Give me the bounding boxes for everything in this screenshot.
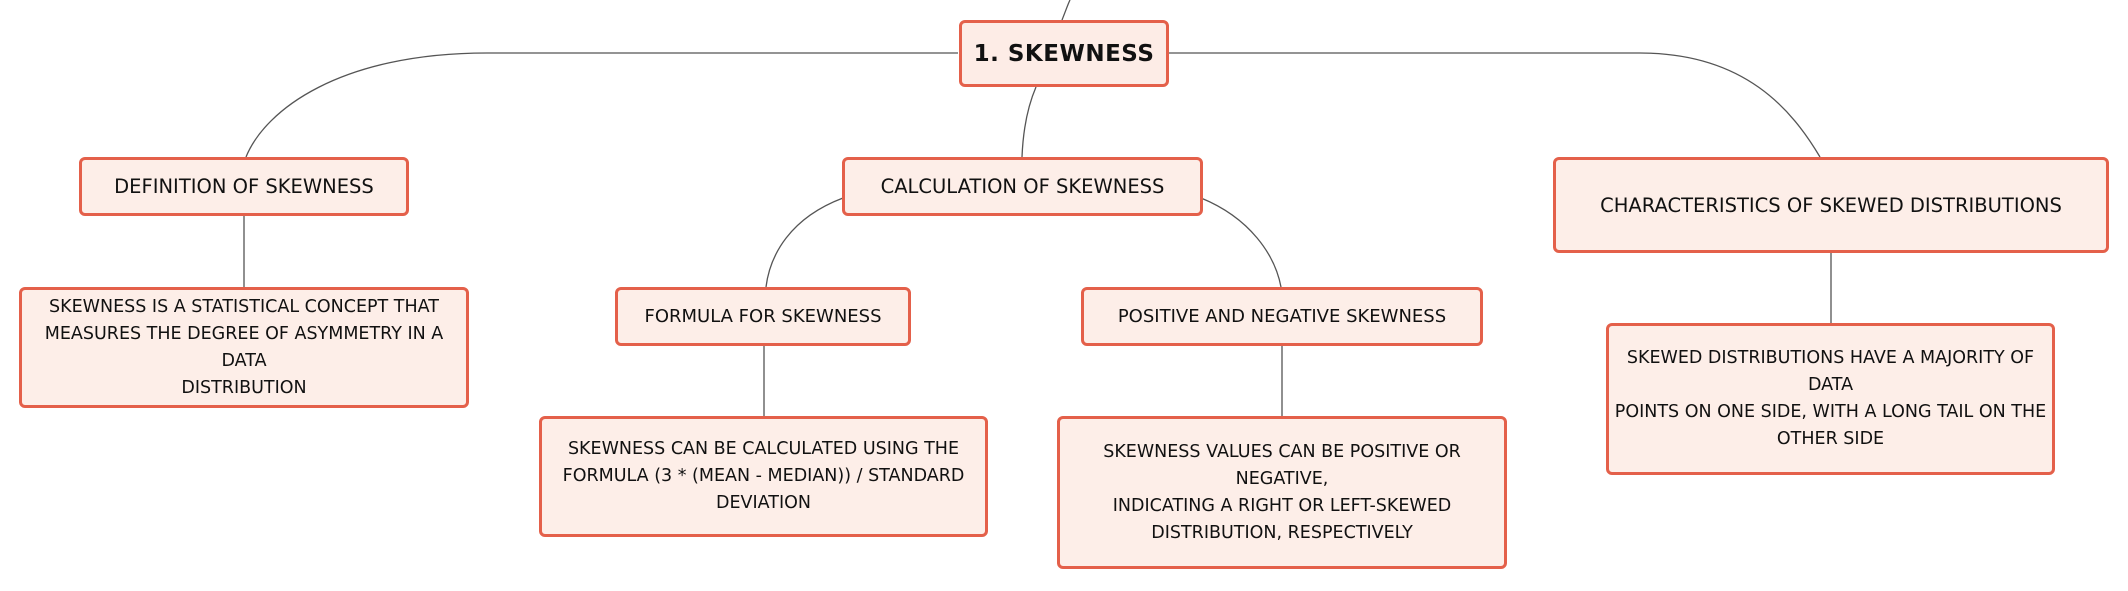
formula-node-label: FORMULA FOR SKEWNESS — [644, 306, 882, 327]
positive-negative-node[interactable]: POSITIVE AND NEGATIVE SKEWNESS — [1081, 287, 1483, 346]
connector-root-to-calculation — [1021, 86, 1037, 158]
definition-detail-text: SKEWNESS IS A STATISTICAL CONCEPT THAT M… — [44, 296, 444, 398]
connector-root-to-characteristics — [1169, 52, 1821, 158]
positive-negative-detail-text: SKEWNESS VALUES CAN BE POSITIVE OR NEGAT… — [1103, 441, 1461, 543]
connector-calculation-to-positive-negative — [1200, 197, 1282, 288]
characteristics-detail-text: SKEWED DISTRIBUTIONS HAVE A MAJORITY OF … — [1614, 348, 2047, 449]
definition-node-label: DEFINITION OF SKEWNESS — [114, 175, 374, 198]
definition-node[interactable]: DEFINITION OF SKEWNESS — [79, 157, 409, 216]
definition-detail-node[interactable]: SKEWNESS IS A STATISTICAL CONCEPT THAT M… — [19, 287, 469, 408]
calculation-node-label: CALCULATION OF SKEWNESS — [880, 175, 1165, 198]
root-node-label: 1. SKEWNESS — [973, 40, 1155, 67]
connector-root-to-definition — [245, 52, 958, 158]
formula-detail-text: SKEWNESS CAN BE CALCULATED USING THE FOR… — [562, 439, 965, 513]
formula-node[interactable]: FORMULA FOR SKEWNESS — [615, 287, 911, 346]
connector-root-to-parent — [1061, 0, 1071, 21]
formula-detail-node[interactable]: SKEWNESS CAN BE CALCULATED USING THE FOR… — [539, 416, 988, 537]
positive-negative-detail-node[interactable]: SKEWNESS VALUES CAN BE POSITIVE OR NEGAT… — [1057, 416, 1507, 569]
characteristics-node[interactable]: CHARACTERISTICS OF SKEWED DISTRIBUTIONS — [1553, 157, 2109, 253]
connector-calculation-to-formula — [765, 197, 844, 288]
root-node[interactable]: 1. SKEWNESS — [959, 20, 1169, 87]
calculation-node[interactable]: CALCULATION OF SKEWNESS — [842, 157, 1203, 216]
characteristics-detail-node[interactable]: SKEWED DISTRIBUTIONS HAVE A MAJORITY OF … — [1606, 323, 2055, 475]
positive-negative-node-label: POSITIVE AND NEGATIVE SKEWNESS — [1117, 306, 1447, 327]
characteristics-node-label: CHARACTERISTICS OF SKEWED DISTRIBUTIONS — [1600, 193, 2062, 217]
